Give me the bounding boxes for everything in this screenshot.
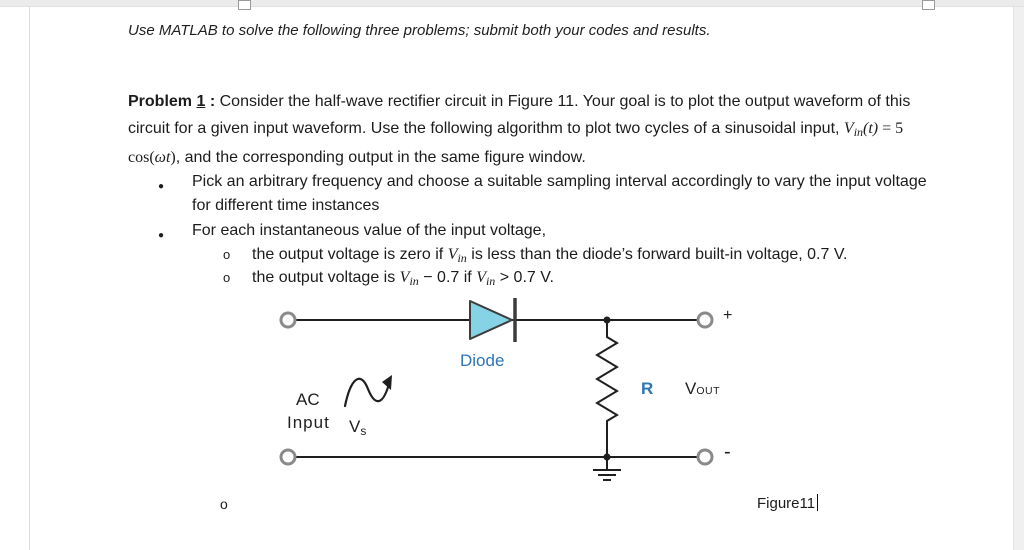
figure-caption: Figure11	[757, 494, 819, 512]
right-margin-band	[1013, 7, 1024, 550]
sub-bullet-2-text: the output voltage is Vin − 0.7 if Vin >…	[252, 266, 554, 293]
sub-bullet-1-post: is less than the diode’s forward built-i…	[471, 246, 848, 263]
vs-label: Vs	[349, 417, 366, 438]
problem-label: Problem	[128, 93, 193, 110]
math-v-subscript: in	[853, 124, 864, 139]
diode-symbol	[469, 300, 513, 340]
math-v: V	[476, 269, 486, 286]
table-handle-icon	[238, 0, 251, 10]
problem-body-2: , and the corresponding output in the sa…	[175, 149, 586, 166]
bullet-2-text: For each instantaneous value of the inpu…	[192, 222, 547, 239]
math-t: (t)	[863, 119, 879, 137]
sub-bullet-1-text: the output voltage is zero if Vin is les…	[252, 243, 848, 270]
math-v-subscript: in	[485, 274, 496, 288]
ac-source-symbol	[343, 375, 392, 408]
sub-bullet-1-pre: the output voltage is zero if	[252, 246, 444, 263]
resistor-label: R	[641, 379, 654, 398]
math-v: V	[399, 269, 410, 286]
vout-label: VOUT	[685, 379, 720, 399]
text-cursor	[817, 494, 819, 511]
sub-bullet-item-1: o the output voltage is zero if Vin is l…	[223, 243, 848, 270]
diode-label: Diode	[460, 351, 505, 370]
terminal-icon	[696, 311, 714, 329]
sub-bullet-2-pre: the output voltage is	[252, 269, 396, 286]
sub-bullet-2-mid: − 0.7 if	[423, 269, 472, 286]
bullet-1-text: Pick an arbitrary frequency and choose a…	[192, 173, 927, 214]
figure-caption-text: Figure11	[757, 495, 816, 512]
bullet-marker: ●	[158, 181, 165, 192]
top-margin-band	[0, 0, 1024, 7]
math-close-paren: )	[170, 149, 176, 166]
math-v-subscript: in	[457, 251, 467, 265]
node-dot	[603, 453, 611, 461]
left-margin-rule	[29, 7, 30, 550]
math-v-subscript: in	[409, 274, 419, 288]
bullet-marker: ●	[158, 230, 165, 241]
plus-terminal-label: +	[723, 307, 733, 324]
terminal-icon	[279, 311, 297, 329]
vs-label-subscript: s	[360, 424, 367, 438]
stray-list-marker: o	[220, 496, 228, 512]
circuit-figure: Diode AC Input Vs R VOUT + -	[265, 293, 757, 508]
sub-bullet-item-2: o the output voltage is Vin − 0.7 if Vin…	[223, 266, 554, 293]
instruction-line: Use MATLAB to solve the following three …	[128, 22, 711, 39]
math-v: V	[843, 119, 854, 137]
minus-terminal-label: -	[724, 441, 731, 463]
problem-paragraph: Problem 1 : Consider the half-wave recti…	[128, 89, 942, 172]
problem-body-1: Consider the half-wave rectifier circuit…	[128, 93, 911, 137]
vs-label-v: V	[349, 417, 361, 436]
vout-label-v: V	[685, 379, 697, 398]
circuit-diagram	[279, 298, 714, 481]
ac-label-line1: AC	[296, 390, 320, 409]
table-handle-icon	[922, 0, 935, 10]
math-omega-t: ωt	[154, 149, 171, 166]
sub-bullet-marker: o	[223, 247, 231, 262]
vout-label-subscript: OUT	[696, 385, 721, 397]
resistor-symbol	[595, 320, 619, 457]
bullet-item-2: ● For each instantaneous value of the in…	[158, 219, 942, 248]
math-equals: = 5 cos(	[128, 119, 904, 167]
sub-bullet-marker: o	[223, 270, 231, 285]
problem-separator: :	[209, 93, 216, 110]
math-v: V	[447, 246, 458, 263]
problem-number: 1	[196, 93, 206, 110]
bullet-item-1: ● Pick an arbitrary frequency and choose…	[158, 170, 942, 218]
terminal-icon	[696, 448, 714, 466]
ac-label-line2: Input	[287, 413, 330, 432]
node-dot	[603, 316, 611, 324]
terminal-icon	[279, 448, 297, 466]
sub-bullet-2-post: > 0.7 V.	[499, 269, 554, 286]
